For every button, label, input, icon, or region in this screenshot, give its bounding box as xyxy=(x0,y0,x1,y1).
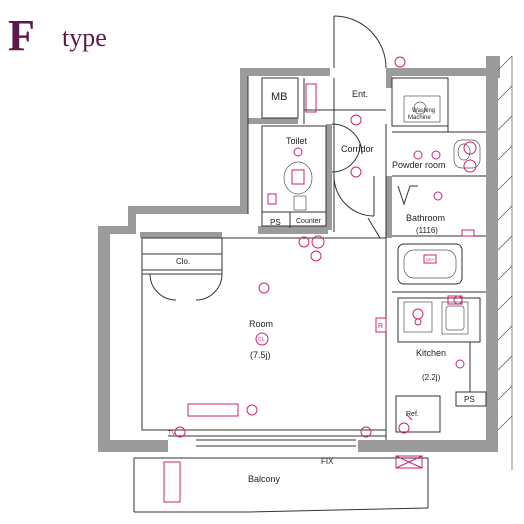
label-balcony: Balcony xyxy=(248,474,281,484)
label-room-cl: CL xyxy=(258,337,265,343)
label-washing-2: Machine xyxy=(408,115,431,121)
label-r-mark: R xyxy=(378,323,383,330)
label-ps-right: PS xyxy=(464,395,475,404)
plan-type-letter: F xyxy=(8,11,35,60)
label-kitchen-size: (2.2j) xyxy=(422,373,441,382)
label-toilet: Toilet xyxy=(286,136,308,146)
label-corridor: Corridor xyxy=(341,144,374,154)
label-bathroom-size: (1116) xyxy=(416,226,438,235)
label-kitchen: Kitchen xyxy=(416,348,446,358)
label-entrance: Ent. xyxy=(352,89,368,99)
plan-type-word: type xyxy=(62,23,107,52)
label-room-size: (7.5j) xyxy=(250,350,271,360)
label-washing-1: Washing xyxy=(412,108,435,114)
room-labels: MB Ent. Toilet Corridor Powder room Wash… xyxy=(168,89,475,484)
label-powder-room: Powder room xyxy=(392,160,446,170)
label-fix: FIX xyxy=(321,457,334,466)
sanitary-fixtures xyxy=(283,95,481,211)
exterior-hatch xyxy=(497,55,513,470)
equipment-symbols xyxy=(163,56,477,503)
label-mb: MB xyxy=(271,91,288,103)
label-ps-left: PS xyxy=(270,218,281,227)
label-bathroom: Bathroom xyxy=(406,213,445,223)
svg-text:DRY: DRY xyxy=(426,257,435,262)
label-tv: TV xyxy=(168,431,176,437)
interior-lines xyxy=(133,76,487,513)
kitchen-fixtures xyxy=(403,295,469,335)
doors xyxy=(149,15,418,301)
bathtub: DRY xyxy=(397,243,463,285)
label-counter: Counter xyxy=(296,218,322,225)
label-closet: Clo. xyxy=(176,257,190,266)
walls xyxy=(98,56,500,452)
label-ref: Ref. xyxy=(406,411,419,418)
label-room: Room xyxy=(249,319,273,329)
